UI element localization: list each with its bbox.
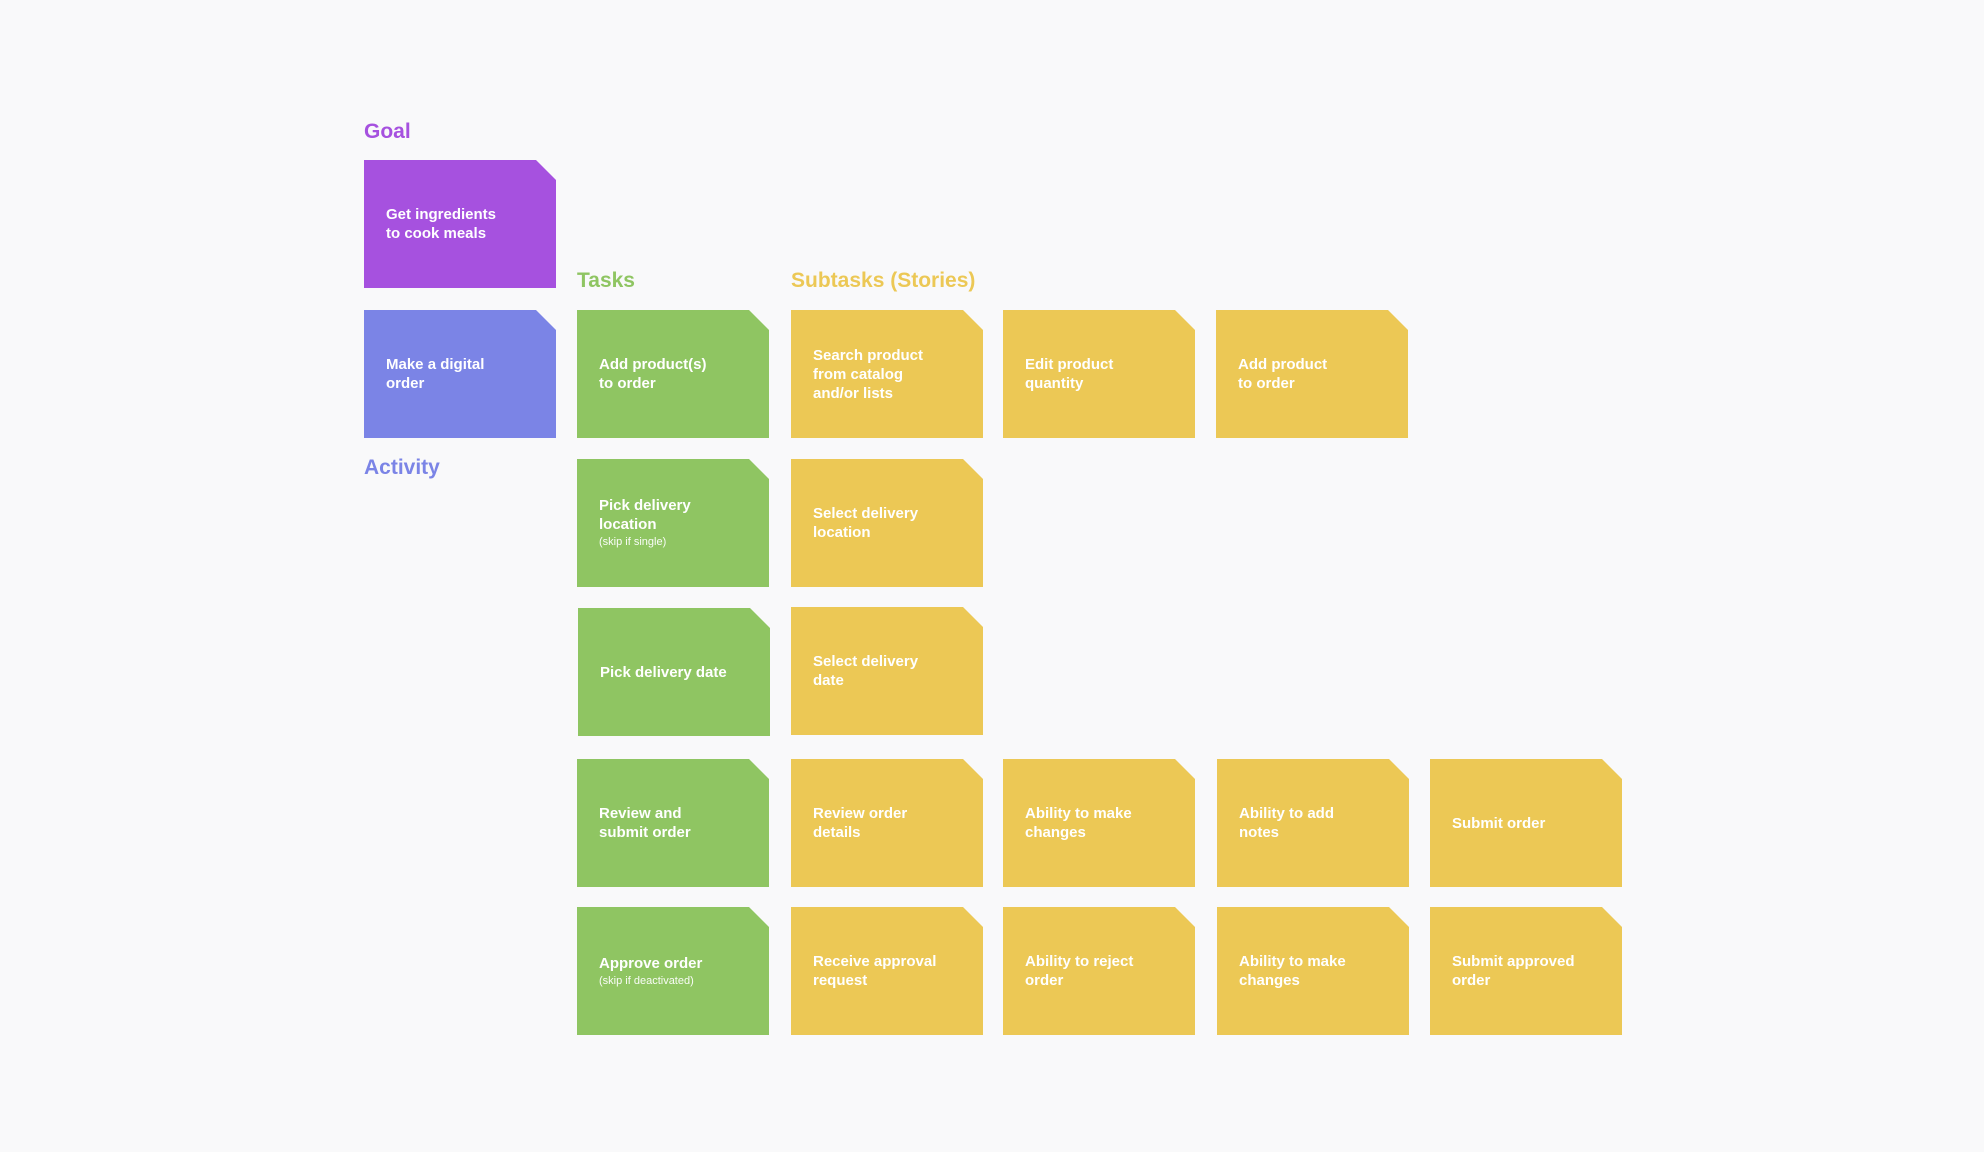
task-title: Pick delivery date	[600, 663, 727, 681]
story-card-select-date[interactable]: Select delivery date	[791, 607, 983, 735]
activity-card[interactable]: Make a digital order	[364, 310, 556, 438]
story-card-review-details[interactable]: Review order details	[791, 759, 983, 887]
story-title: Select delivery location	[813, 505, 919, 541]
task-title: Approve order	[599, 954, 703, 972]
task-card-approve-order[interactable]: Approve order (skip if deactivated)	[577, 907, 769, 1035]
subtasks-heading: Subtasks (Stories)	[791, 269, 976, 292]
story-card-select-location[interactable]: Select delivery location	[791, 459, 983, 587]
story-title: Ability to make changes	[1239, 953, 1346, 989]
story-card-receive-approval[interactable]: Receive approval request	[791, 907, 983, 1035]
story-title: Review order details	[813, 805, 908, 841]
task-card-add-products[interactable]: Add product(s) to order	[577, 310, 769, 438]
task-card-pick-date[interactable]: Pick delivery date	[578, 608, 770, 736]
story-card-make-changes-approval[interactable]: Ability to make changes	[1217, 907, 1409, 1035]
story-title: Select delivery date	[813, 653, 919, 689]
story-card-reject-order[interactable]: Ability to reject order	[1003, 907, 1195, 1035]
story-title: Submit order	[1452, 814, 1546, 832]
story-card-make-changes[interactable]: Ability to make changes	[1003, 759, 1195, 887]
story-title: Ability to add notes	[1239, 805, 1334, 841]
task-title: Add product(s) to order	[599, 356, 707, 392]
task-title: Pick delivery location	[599, 497, 691, 533]
story-title: Ability to reject order	[1025, 953, 1134, 989]
goal-heading: Goal	[364, 120, 411, 143]
task-card-review-submit[interactable]: Review and submit order	[577, 759, 769, 887]
story-title: Receive approval request	[813, 953, 937, 989]
story-title: Add product to order	[1238, 356, 1328, 392]
task-title: Review and submit order	[599, 805, 691, 841]
task-card-pick-location[interactable]: Pick delivery location (skip if single)	[577, 459, 769, 587]
story-title: Search product from catalog and/or lists	[813, 346, 924, 402]
goal-card[interactable]: Get ingredients to cook meals	[364, 160, 556, 288]
activity-heading: Activity	[364, 456, 440, 479]
story-card-submit-approved[interactable]: Submit approved order	[1430, 907, 1622, 1035]
activity-card-title: Make a digital order	[386, 356, 485, 392]
tasks-heading: Tasks	[577, 269, 635, 292]
story-card-add-product[interactable]: Add product to order	[1216, 310, 1408, 438]
story-title: Ability to make changes	[1025, 805, 1132, 841]
story-card-search-product[interactable]: Search product from catalog and/or lists	[791, 310, 983, 438]
task-note: (skip if single)	[599, 536, 667, 548]
story-title: Submit approved order	[1452, 953, 1575, 989]
story-card-submit-order[interactable]: Submit order	[1430, 759, 1622, 887]
task-note: (skip if deactivated)	[599, 974, 694, 987]
story-card-add-notes[interactable]: Ability to add notes	[1217, 759, 1409, 887]
story-title: Edit product quantity	[1025, 356, 1114, 392]
goal-card-title: Get ingredients to cook meals	[386, 206, 497, 242]
story-card-edit-quantity[interactable]: Edit product quantity	[1003, 310, 1195, 438]
